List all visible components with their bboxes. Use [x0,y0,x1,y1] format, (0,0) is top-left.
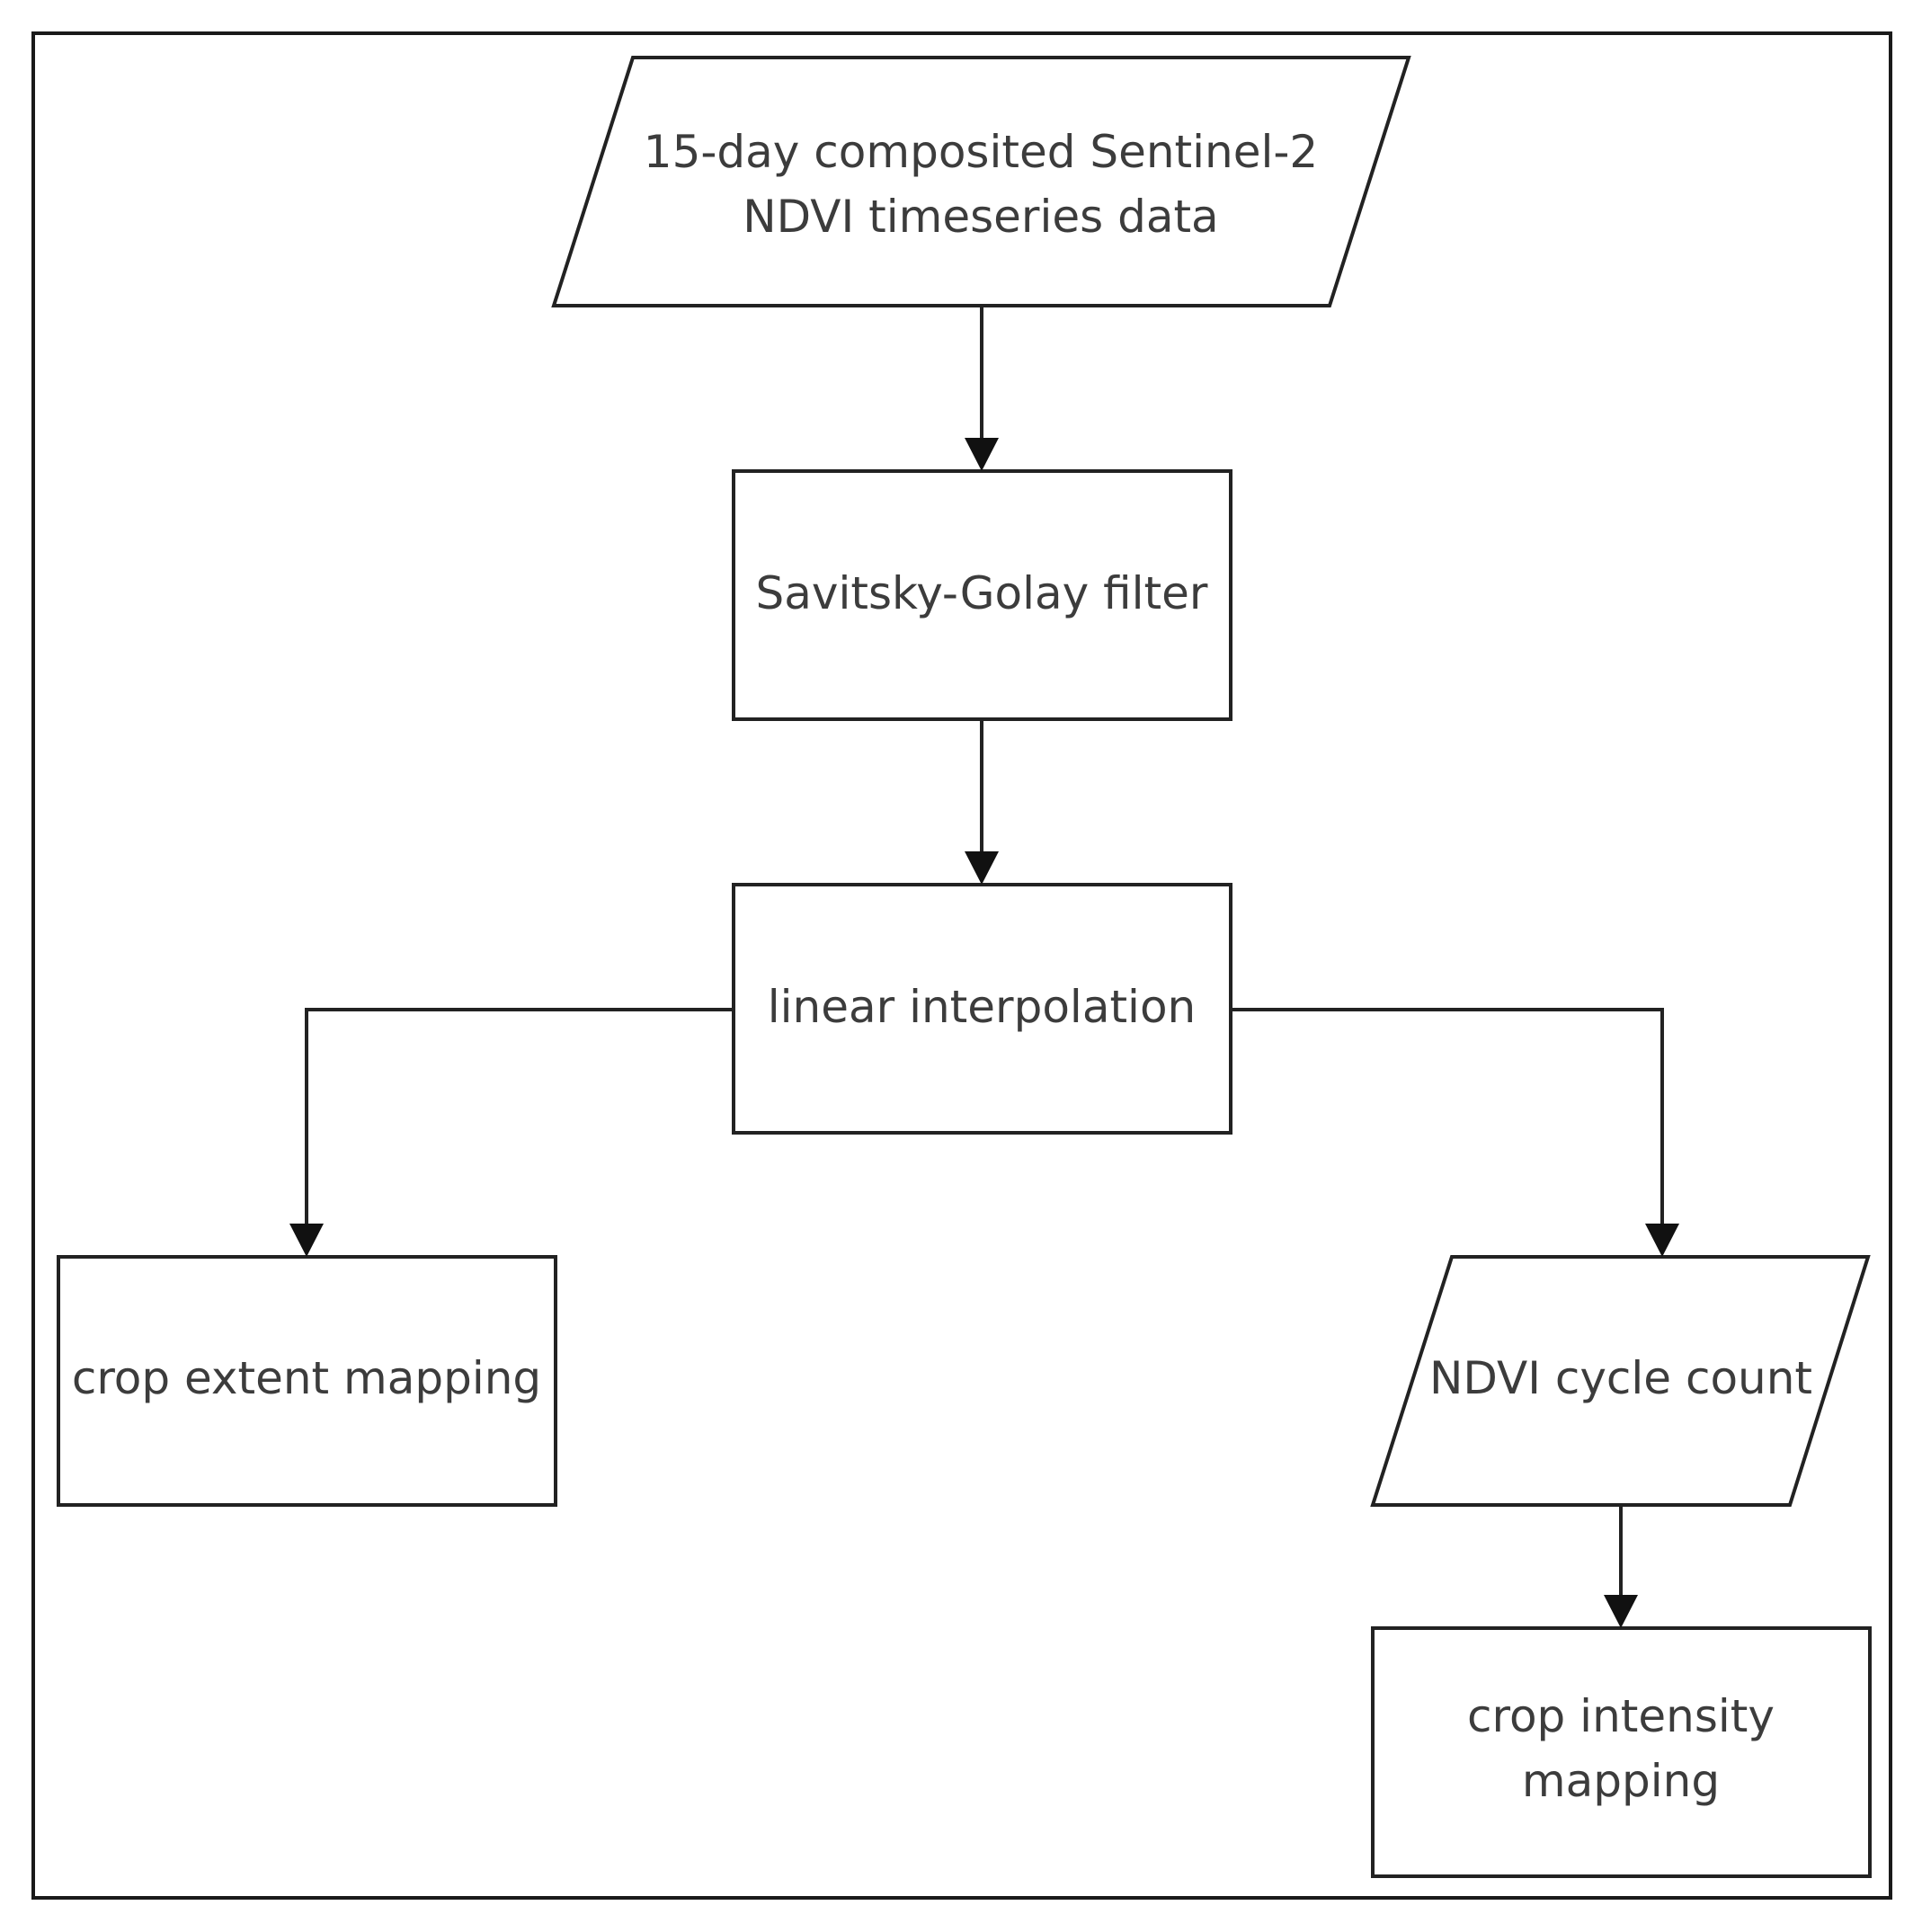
edge-interpolation-to-cycle-count [1231,1008,1679,1257]
node-label-line: mapping [1522,1755,1720,1807]
connector-line [305,1008,734,1226]
node-crop-intensity-mapping: crop intensity mapping [1371,1626,1872,1878]
rectangle-shape [732,469,1232,721]
node-label-line: NDVI timeseries data [743,191,1218,243]
node-crop-extent-mapping: crop extent mapping [57,1255,557,1507]
rectangle-shape [57,1255,557,1507]
rectangle-shape [1371,1626,1872,1878]
arrowhead-icon [1645,1224,1679,1257]
edge-filter-to-interpolation [965,719,999,885]
figure-border [31,31,1892,1900]
edge-interpolation-to-crop-extent [289,1008,734,1257]
arrowhead-icon [1604,1595,1638,1628]
edge-cycle-count-to-crop-intensity [1604,1505,1638,1628]
node-label-line: 15-day composited Sentinel-2 [644,126,1318,178]
node-label-line: crop extent mapping [72,1352,541,1404]
arrowhead-icon [965,438,999,471]
connector-line [1231,1008,1664,1226]
edge-input-to-filter [965,306,999,471]
node-savitsky-golay-filter: Savitsky-Golay filter [732,469,1232,721]
parallelogram-shape [1370,1255,1871,1507]
parallelogram-shape [551,56,1411,307]
node-ndvi-cycle-count: NDVI cycle count [1370,1255,1871,1507]
node-label-line: NDVI cycle count [1429,1352,1812,1404]
node-label-line: linear interpolation [768,981,1196,1033]
arrowhead-icon [965,851,999,885]
node-label-line: crop intensity [1467,1690,1775,1742]
node-input-data: 15-day composited Sentinel-2 NDVI timese… [551,56,1411,307]
node-label-line: Savitsky-Golay filter [756,567,1208,619]
rectangle-shape [732,883,1232,1135]
arrowhead-icon [289,1224,324,1257]
node-linear-interpolation: linear interpolation [732,883,1232,1135]
